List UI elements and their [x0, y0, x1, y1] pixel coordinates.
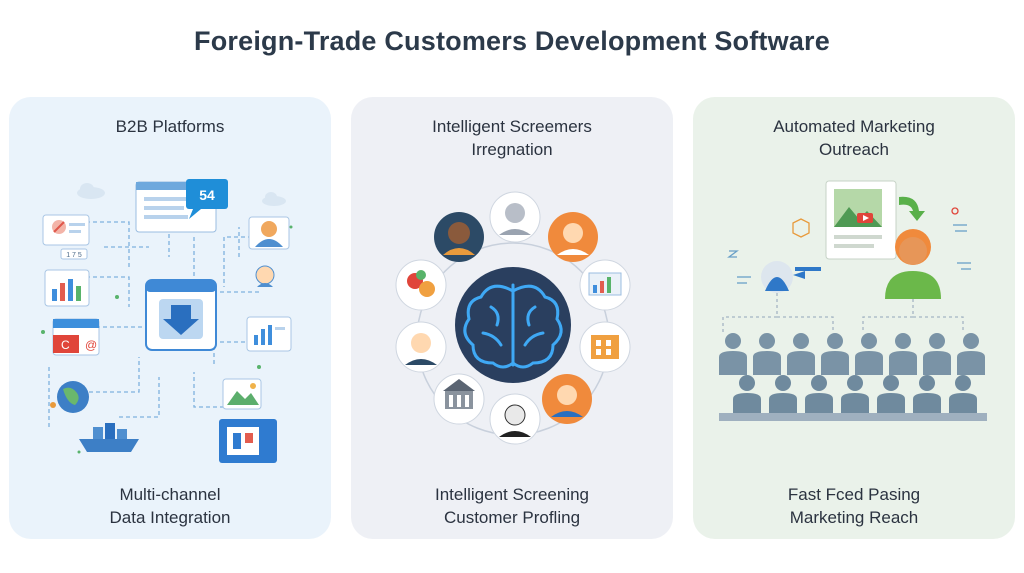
panel-heading: B2B Platforms [9, 115, 331, 138]
profile-card-icon [761, 261, 821, 293]
chart-card-icon [44, 269, 90, 307]
audience-person-icon [913, 375, 941, 417]
panel-heading-line-2: Outreach [819, 140, 889, 159]
panel-caption: Fast Fced Pasing Marketing Reach [693, 483, 1015, 529]
panel-caption-line-2: Marketing Reach [789, 508, 919, 527]
document-icon [825, 180, 897, 260]
customer-avatar-icon [489, 393, 541, 445]
ship-icon [79, 423, 139, 452]
panel-heading: Intelligent Screemers Irregnation [351, 115, 673, 161]
side-decoration [727, 207, 971, 284]
chart-card-icon [579, 259, 631, 311]
customer-avatar-icon [434, 212, 484, 262]
panel-heading-line-1: Intelligent Screemers [432, 117, 592, 136]
audience-icon [719, 333, 987, 421]
cloud-decoration [77, 183, 286, 206]
profile-avatar-icon [248, 216, 290, 287]
panel-heading-line-1: Automated Marketing [773, 117, 935, 136]
at-glyph: @ [85, 338, 97, 352]
audience-person-icon [719, 333, 747, 375]
panel-caption-line-2: Customer Profling [443, 508, 581, 527]
panel-b2b-platforms: B2B Platforms 54 [9, 97, 331, 539]
screening-illustration [395, 191, 631, 445]
building-icon [219, 419, 277, 463]
download-tablet-icon [145, 279, 217, 351]
panel-heading-line-2: Irregnation [471, 140, 553, 159]
building-icon [579, 321, 631, 373]
customer-avatar-icon [548, 212, 598, 262]
panel-caption: Intelligent Screening Customer Profling [351, 483, 673, 529]
email-card-icon: C @ [52, 318, 100, 356]
panel-caption-line-2: Data Integration [109, 508, 231, 527]
page-title: Foreign-Trade Customers Development Soft… [194, 26, 830, 56]
arrow-icon [899, 196, 925, 221]
message-badge-icon: 54 [186, 179, 228, 219]
audience-person-icon [821, 333, 849, 375]
sparkle-decoration [41, 225, 293, 454]
c-glyph: C [61, 338, 70, 352]
audience-person-icon [805, 375, 833, 417]
mini-label: 1 7 5 [66, 252, 82, 259]
audience-person-icon [889, 333, 917, 375]
audience-base [719, 413, 987, 421]
customer-avatar-icon [542, 374, 592, 424]
line-chart-card-icon [246, 316, 292, 352]
fruit-icon [395, 259, 447, 311]
audience-person-icon [753, 333, 781, 375]
marketing-illustration [719, 180, 987, 421]
audience-person-icon [841, 375, 869, 417]
building-icon [433, 373, 485, 425]
audience-person-icon [877, 375, 905, 417]
document-card-icon: 1 7 5 [42, 214, 90, 260]
panel-automated-marketing: Automated Marketing Outreach [693, 97, 1015, 539]
panel-heading-line-1: B2B Platforms [115, 117, 225, 136]
audience-person-icon [923, 333, 951, 375]
audience-person-icon [769, 375, 797, 417]
panel-caption-line-1: Fast Fced Pasing [787, 485, 921, 504]
multichannel-illustration: 54 1 7 5 C @ [41, 179, 293, 463]
audience-person-icon [787, 333, 815, 375]
panel-heading: Automated Marketing Outreach [693, 115, 1015, 161]
panel-caption: Multi-channel Data Integration [9, 483, 331, 529]
panel-intelligent-screening: Intelligent Screemers Irregnation [351, 97, 673, 539]
audience-connectors [722, 293, 964, 332]
audience-person-icon [855, 333, 883, 375]
panel-caption-line-1: Multi-channel [119, 485, 221, 504]
landscape-card-icon [222, 378, 262, 410]
customer-avatar-icon [489, 191, 541, 243]
badge-number: 54 [199, 187, 215, 203]
panel-caption-line-1: Intelligent Screening [434, 485, 590, 504]
globe-icon [50, 381, 89, 413]
audience-person-icon [949, 375, 977, 417]
brain-icon [455, 267, 571, 383]
person-icon [885, 229, 941, 299]
customer-avatar-icon [395, 321, 447, 373]
audience-person-icon [733, 375, 761, 417]
audience-person-icon [957, 333, 985, 375]
